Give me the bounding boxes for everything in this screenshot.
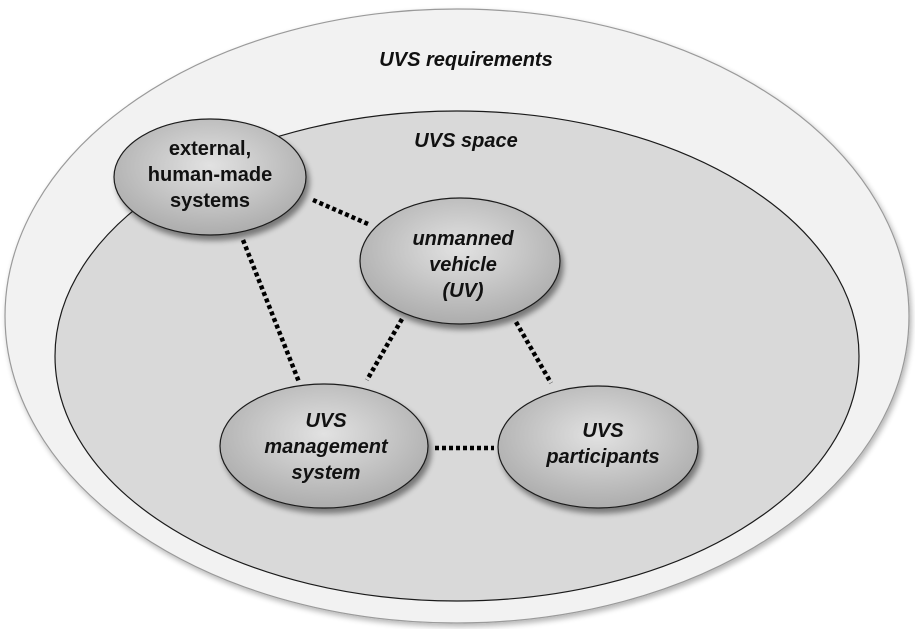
- node-participants-line-2: participants: [546, 446, 660, 468]
- space-label: UVS space: [414, 130, 518, 152]
- node-uv-line-1: unmanned: [412, 228, 514, 250]
- node-uv-label: unmanned vehicle (UV): [412, 226, 513, 304]
- node-participants-ellipse: [497, 385, 699, 509]
- link-uv-participants: [514, 320, 553, 385]
- node-uv-ellipse: [359, 197, 561, 325]
- node-external-line-3: systems: [169, 190, 251, 212]
- node-management-label: UVS management system: [264, 408, 387, 486]
- node-external-line-2: human-made: [147, 164, 273, 186]
- node-management-line-2: management: [264, 436, 388, 458]
- connectors: [240, 197, 553, 451]
- node-participants-line-1: UVS: [582, 420, 624, 442]
- node-management-ellipse: [219, 383, 429, 509]
- node-participants-label: UVS participants: [546, 418, 659, 470]
- link-external-management: [240, 239, 302, 383]
- node-uv-line-2: vehicle: [429, 254, 497, 276]
- requirements-label: UVS requirements: [379, 49, 553, 71]
- node-management-line-3: system: [291, 462, 361, 484]
- node-external-ellipse: [113, 118, 307, 236]
- node-uv-line-3: (UV): [442, 280, 484, 302]
- node-management-line-1: UVS: [305, 410, 347, 432]
- node-external-label: external, human-made systems: [148, 136, 272, 214]
- link-external-uv: [312, 197, 369, 227]
- node-external-line-1: external,: [168, 138, 252, 160]
- link-uv-management: [365, 317, 404, 382]
